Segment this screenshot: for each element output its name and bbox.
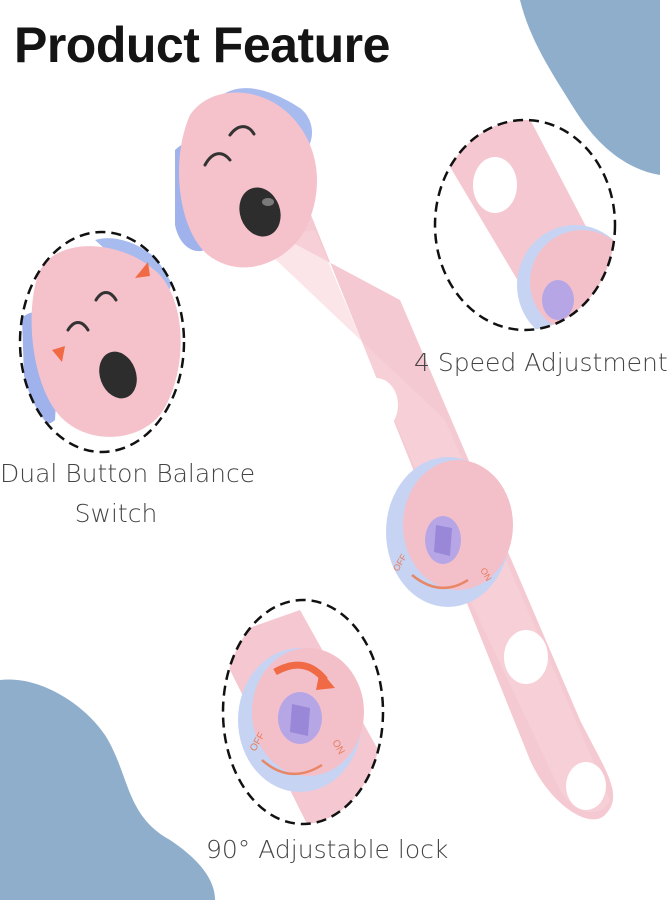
caption-speed-adjustment: 4 Speed Adjustment bbox=[414, 348, 668, 377]
caption-adjustable-lock: 90° Adjustable lock bbox=[206, 835, 449, 864]
strap-hole-bottom bbox=[566, 762, 606, 810]
strap-hole-middle bbox=[504, 630, 548, 684]
lock-zoom-circle: OFF ON bbox=[221, 598, 385, 826]
dual-button-zoom-circle bbox=[18, 230, 186, 454]
page-title: Product Feature bbox=[14, 17, 390, 73]
caption-dual-line1: Dual Button Balance bbox=[0, 459, 256, 488]
dog-head bbox=[175, 88, 317, 268]
strap-hole-top bbox=[354, 378, 398, 432]
press-arrow-top bbox=[135, 262, 150, 278]
caption-dual-button: Dual Button Balance Switch bbox=[0, 454, 256, 534]
caption-dual-line2: Switch bbox=[74, 499, 158, 528]
bottom-left-blob bbox=[0, 679, 215, 900]
main-dial: OFF ON bbox=[386, 457, 513, 607]
press-arrow-left bbox=[52, 346, 65, 362]
speed-zoom-circle bbox=[433, 118, 617, 332]
top-right-blob bbox=[520, 0, 660, 175]
